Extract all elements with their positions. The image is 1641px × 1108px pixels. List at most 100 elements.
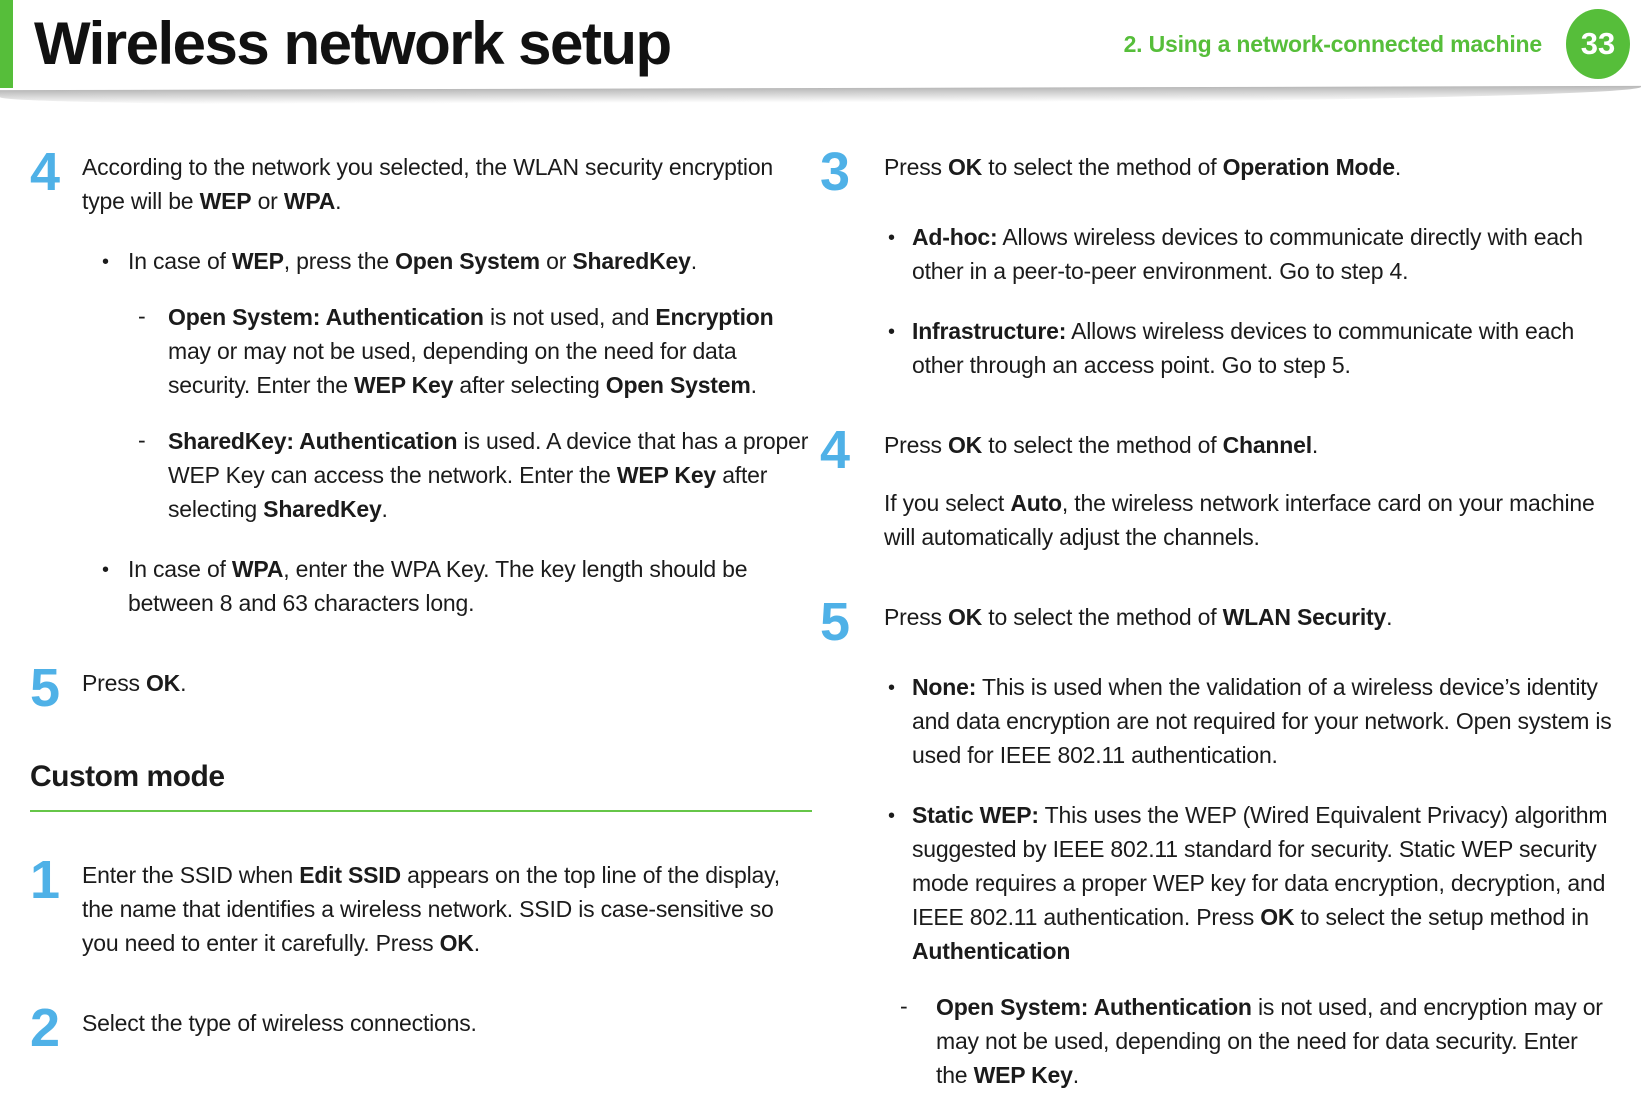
step-number: 1 [30, 850, 60, 910]
bold-text: Auto [1010, 490, 1062, 516]
step-number: 4 [820, 420, 850, 480]
item-text: In case of WEP, press the Open System or… [128, 244, 812, 278]
bold-text: OK [947, 604, 983, 630]
item-text: None: This is used when the validation o… [912, 670, 1612, 772]
text: to select the setup method in [1294, 904, 1589, 930]
step-text: Press OK to select the method of Operati… [884, 150, 1612, 194]
bold-text: WPA [231, 556, 284, 582]
dash-item: -SharedKey: Authentication is used. A de… [30, 424, 812, 526]
bullet-item: •Static WEP: This uses the WEP (Wired Eq… [820, 798, 1612, 968]
bold-text: WLAN Security [1222, 604, 1387, 630]
text: or [539, 248, 573, 274]
paragraph: Press OK. [82, 666, 812, 700]
bullet-marker: • [888, 321, 895, 343]
text: to select the method of [982, 604, 1223, 630]
paragraph: Select the type of wireless connections. [82, 1006, 812, 1040]
bullet-marker: • [102, 559, 109, 581]
dash-item: -Open System: Authentication is not used… [820, 990, 1612, 1092]
bold-text: Channel [1222, 432, 1313, 458]
text: may or may not be used, depending on the… [168, 338, 737, 398]
section-heading: Custom mode [30, 760, 812, 812]
dash-marker: - [900, 993, 908, 1019]
item-text: In case of WPA, enter the WPA Key. The k… [128, 552, 812, 620]
text: Allows wireless devices to communicate w… [912, 318, 1575, 378]
bold-text: WEP Key [973, 1062, 1073, 1088]
text: . [1394, 154, 1402, 180]
item-text: Ad-hoc: Allows wireless devices to commu… [912, 220, 1612, 288]
text: . [1072, 1062, 1079, 1088]
chapter-label: 2. Using a network-connected machine [1123, 30, 1543, 57]
bold-text: OK [439, 930, 474, 956]
text: Press [884, 604, 948, 630]
bullet-marker: • [888, 227, 895, 249]
text: . [381, 496, 388, 522]
page-number-badge: 33 [1566, 9, 1630, 79]
page-title: Wireless network setup [34, 10, 672, 77]
text: . [180, 670, 187, 696]
text: . [335, 188, 342, 214]
step-text: Press OK to select the method of WLAN Se… [884, 600, 1612, 644]
step-number: 4 [30, 142, 60, 202]
paragraph: If you select Auto, the wireless network… [884, 486, 1612, 554]
bold-text: Edit SSID [299, 862, 401, 888]
bold-text: WEP [231, 248, 284, 274]
text: to select the method of [982, 432, 1223, 458]
step-text: Enter the SSID when Edit SSID appears on… [82, 858, 812, 960]
item-text: Open System: Authentication is not used,… [168, 300, 812, 402]
step-item: 1 Enter the SSID when Edit SSID appears o… [30, 850, 812, 960]
bold-text: Ad-hoc: [912, 224, 998, 250]
step-item: 4 Press OK to select the method of Channe… [820, 420, 1612, 554]
step-text: Press OK. [82, 666, 812, 710]
bullet-item: • In case of WPA, enter the WPA Key. The … [30, 552, 812, 620]
bold-text: SharedKey [263, 496, 382, 522]
step-number: 2 [30, 998, 60, 1058]
text: Press [82, 670, 146, 696]
bold-text: Operation Mode [1222, 154, 1395, 180]
text: or [251, 188, 284, 214]
bold-text: WEP Key [354, 372, 454, 398]
text: This uses the WEP (Wired Equivalent Priv… [912, 802, 1608, 930]
bullet-marker: • [888, 677, 895, 699]
bold-text: OK [947, 154, 983, 180]
bold-text: Static WEP: [912, 802, 1039, 828]
step-number: 5 [30, 658, 60, 718]
text: Press [884, 432, 948, 458]
accent-bar [0, 0, 13, 88]
bold-text: Open System: Authentication [936, 994, 1252, 1020]
bold-text: None: [912, 674, 977, 700]
text: In case of [128, 248, 232, 274]
step-item: 3 Press OK to select the method of Operat… [820, 142, 1612, 202]
paragraph: Press OK to select the method of WLAN Se… [884, 600, 1612, 634]
page-number: 33 [1580, 26, 1616, 61]
step-number: 3 [820, 142, 850, 202]
bold-text: Open System [605, 372, 751, 398]
item-text: SharedKey: Authentication is used. A dev… [168, 424, 812, 526]
paragraph: Enter the SSID when Edit SSID appears on… [82, 858, 812, 960]
paragraph: Press OK to select the method of Operati… [884, 150, 1612, 184]
text: . [1311, 432, 1319, 458]
text: . [1386, 604, 1393, 630]
text: appears on the top line of the display, … [82, 862, 780, 956]
page-header: Wireless network setup 2. Using a networ… [0, 0, 1641, 88]
bold-text: Infrastructure: [912, 318, 1067, 344]
bold-text: SharedKey [572, 248, 691, 274]
text: is used. A device that has a proper WEP … [168, 428, 809, 488]
step-text: Press OK to select the method of Channel… [884, 428, 1612, 554]
text: In case of [128, 556, 232, 582]
bold-text: OK [1260, 904, 1295, 930]
item-text: Static WEP: This uses the WEP (Wired Equ… [912, 798, 1612, 968]
bold-text: WPA [283, 188, 336, 214]
text: after selecting [453, 372, 606, 398]
text: Enter the SSID when [82, 862, 300, 888]
text: . [750, 372, 757, 398]
text: Press [884, 154, 948, 180]
text: If you select [884, 490, 1011, 516]
item-text: Infrastructure: Allows wireless devices … [912, 314, 1612, 382]
dash-item: -Open System: Authentication is not used… [30, 300, 812, 402]
text: , enter the WPA Key. The key length shou… [128, 556, 748, 616]
paragraph: Press OK to select the method of Channel… [884, 428, 1612, 462]
